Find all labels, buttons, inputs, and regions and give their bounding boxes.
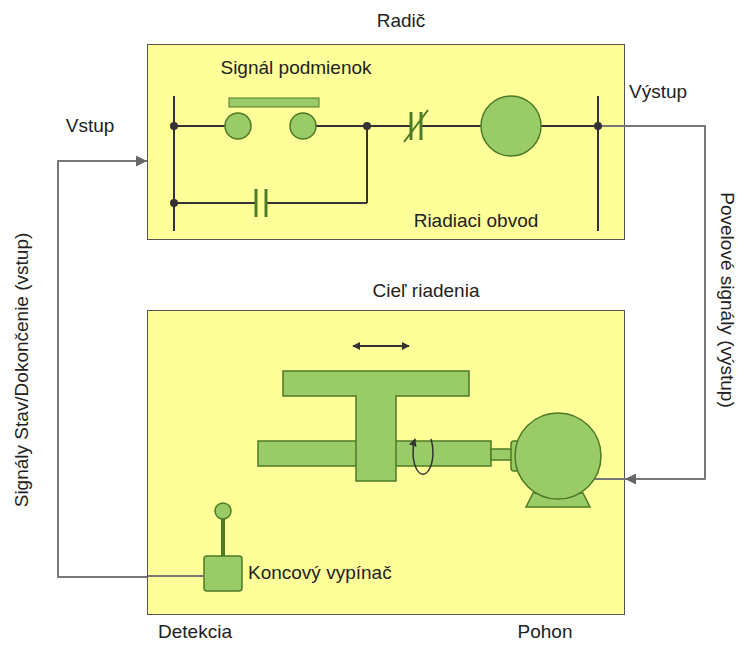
status-signal-line bbox=[58, 161, 147, 577]
signal-label: Povelové signály (výstup) bbox=[717, 192, 738, 407]
controller-box: RadičSignál podmienokRiadiaci obvod bbox=[147, 44, 625, 240]
signal-label: Signál podmienok bbox=[220, 58, 371, 79]
ladder-circuit bbox=[148, 45, 626, 241]
signal-label: Signály Stav/Dokončenie (vstup) bbox=[12, 233, 33, 508]
output-label: Výstup bbox=[629, 82, 687, 103]
drive-label: Pohon bbox=[518, 622, 573, 643]
switch-label: Koncový vypínač bbox=[248, 563, 392, 584]
box-heading: Radič bbox=[377, 11, 426, 32]
input-label: Vstup bbox=[66, 116, 115, 137]
command-signal-line bbox=[625, 126, 705, 479]
target-box: Cieľ riadeniaKoncový vypínač bbox=[147, 310, 625, 615]
circuit-label: Riadiaci obvod bbox=[414, 211, 539, 232]
box-heading: Cieľ riadenia bbox=[373, 281, 480, 302]
detection-label: Detekcia bbox=[158, 622, 232, 643]
